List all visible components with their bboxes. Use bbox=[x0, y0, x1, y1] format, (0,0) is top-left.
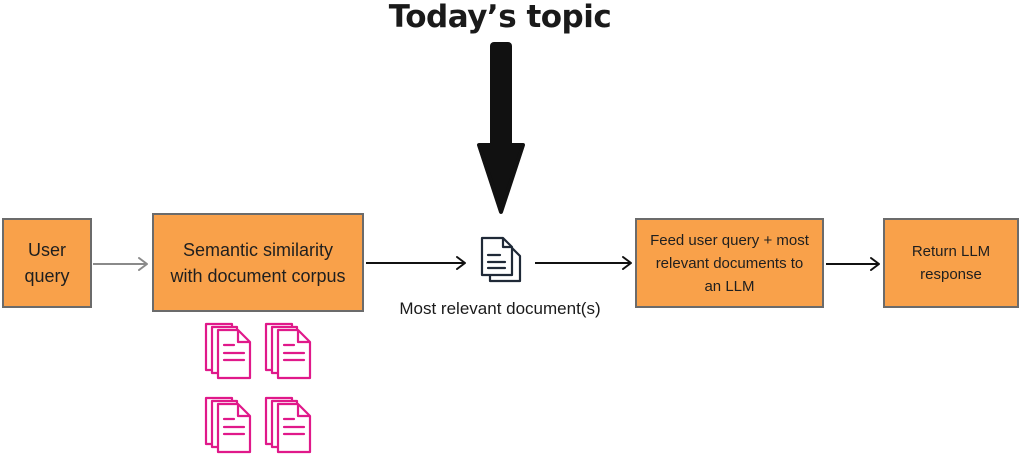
corpus-documents-icon bbox=[204, 322, 256, 385]
big-down-arrow bbox=[477, 42, 525, 214]
corpus-documents-icon bbox=[204, 396, 256, 459]
corpus-documents-icon bbox=[264, 396, 316, 459]
return-response-label: Return LLM response bbox=[911, 243, 991, 283]
relevant-document-icon bbox=[476, 234, 526, 291]
arrow-document-to-feed bbox=[535, 256, 632, 270]
semantic-similarity-label: Semantic similarity with document corpus bbox=[170, 239, 346, 286]
return-response-box: Return LLM response bbox=[883, 218, 1019, 308]
user-query-label: User query bbox=[24, 240, 70, 286]
semantic-similarity-box: Semantic similarity with document corpus bbox=[152, 213, 364, 312]
diagram-title: Today’s topic bbox=[388, 0, 612, 35]
arrow-feed-to-return bbox=[826, 257, 880, 271]
arrow-query-to-semantic bbox=[93, 257, 148, 271]
corpus-documents-icon bbox=[264, 322, 316, 385]
user-query-box: User query bbox=[2, 218, 92, 308]
feed-llm-label: Feed user query + most relevant document… bbox=[650, 231, 809, 295]
most-relevant-caption: Most relevant document(s) bbox=[399, 299, 601, 318]
feed-llm-box: Feed user query + most relevant document… bbox=[635, 218, 824, 308]
arrow-semantic-to-document bbox=[366, 256, 466, 270]
